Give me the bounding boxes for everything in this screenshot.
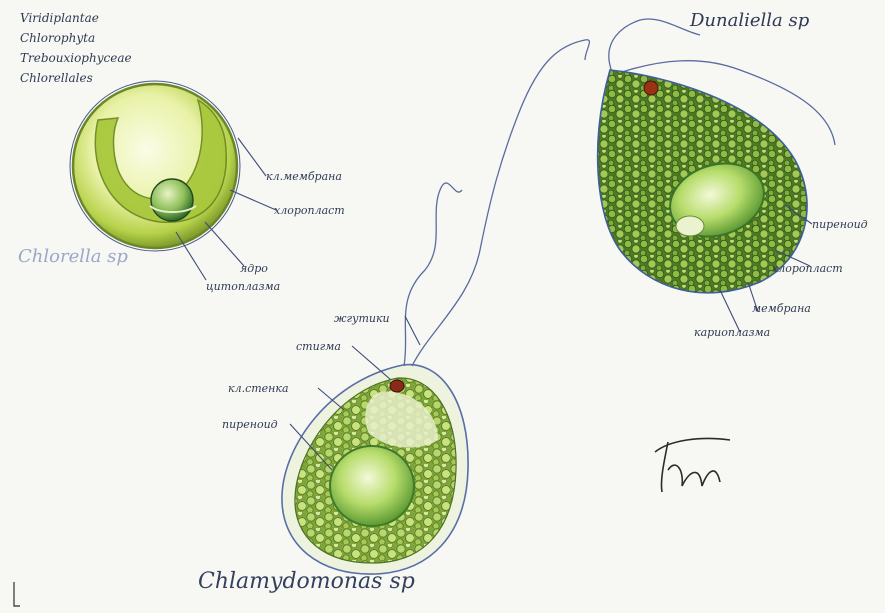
chlamydomonas-label-flagella: жгутики [334,312,390,325]
chlorella-cell [70,81,240,251]
taxonomy-line-2: Chlorophyta [20,31,95,45]
dunaliella-name: Dunaliella sp [689,10,810,31]
taxonomy-line-3: Trebouxiophyceae [20,51,132,65]
signature: Гш [655,439,730,493]
chlamydomonas-name: Chlamydomonas sp [198,569,415,594]
chlamydomonas-stigma [390,380,404,392]
chlorella-label-cytoplasm: цитоплазма [206,280,280,293]
corner-mark [14,582,20,606]
chlorella-name: Chlorella sp [18,246,128,267]
chlamydomonas-label-wall: кл.стенка [228,382,289,395]
dunaliella-label-membrane: мембрана [752,302,811,315]
chlamydomonas-flagellum-right [412,40,589,366]
chlamydomonas-label-stigma: стигма [296,340,341,353]
chlamydomonas-cell [282,40,590,574]
dunaliella-label-pyrenoid: пиреноид [812,218,868,231]
dunaliella-label-karyoplasm: кариоплазма [694,326,770,339]
chlorella-label-chloroplast: хлоропласт [274,204,345,217]
taxonomy-line-1: Viridiplantae [20,11,99,25]
chlamydomonas-flagellum-left [404,183,462,366]
chlorella-label-nucleus: ядро [240,262,268,275]
dunaliella-cell [598,19,835,293]
chlorella-label-membrane: кл.мембрана [266,170,342,183]
taxonomy-line-4: Chlorellales [20,71,93,85]
chlamydomonas-label-pyrenoid: пиреноид [222,418,278,431]
dunaliella-stigma [644,81,658,95]
chlorella-nucleus [151,179,193,221]
dunaliella-label-chloroplast: хлоропласт [772,262,843,275]
chlamydomonas-pyrenoid [330,446,414,526]
